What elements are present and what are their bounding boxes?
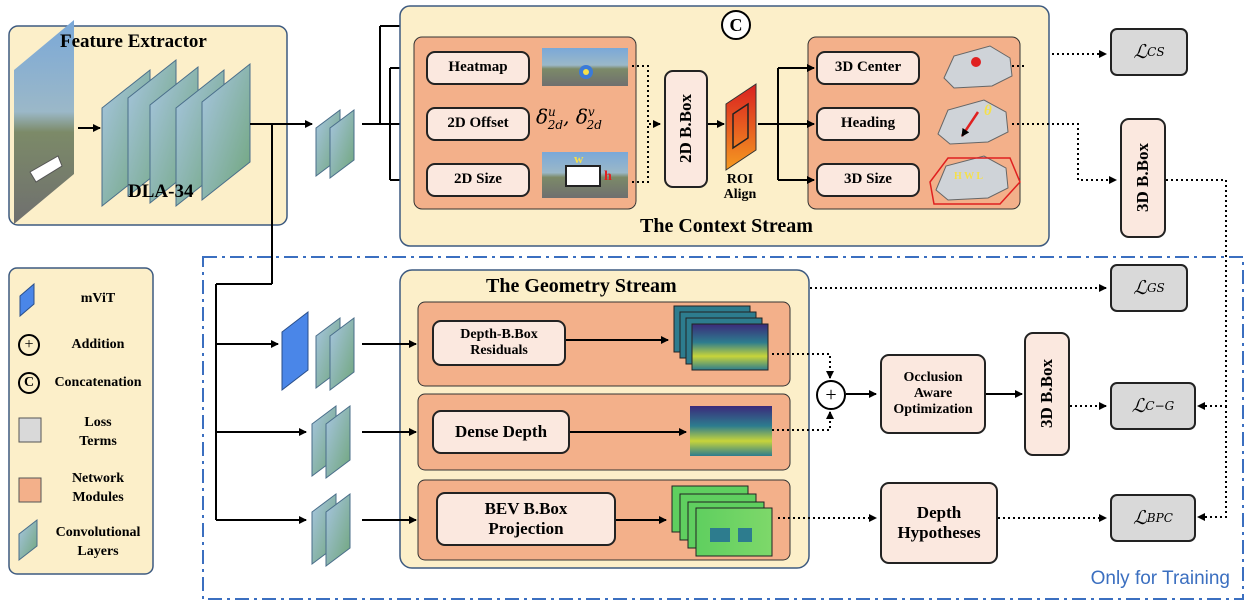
input-image bbox=[14, 20, 74, 224]
geometry-stream-title: The Geometry Stream bbox=[486, 275, 677, 297]
car-heading-thumbnail bbox=[937, 99, 1009, 145]
dla34-layers bbox=[101, 58, 251, 208]
training-region bbox=[202, 256, 1244, 600]
offset-head: 2D Offset bbox=[426, 107, 530, 141]
bbox3d-right-block: 3D B.Box bbox=[1120, 118, 1166, 238]
car-size-thumbnail bbox=[929, 155, 1021, 205]
legend-module-swatch bbox=[18, 477, 42, 503]
heatmap-thumbnail bbox=[542, 48, 628, 86]
conv-block-dense bbox=[311, 405, 351, 479]
mvit-conv-block bbox=[281, 310, 355, 392]
legend-conv-swatch bbox=[18, 518, 38, 562]
roi-align-block bbox=[725, 83, 757, 171]
feature-extractor-title: Feature Extractor bbox=[60, 31, 207, 52]
bbox3d-center-block: 3D B.Box bbox=[1024, 332, 1070, 456]
conv-block-bev bbox=[311, 493, 351, 567]
legend-mvit-swatch bbox=[19, 282, 35, 318]
legend-label-addition: Addition bbox=[71, 337, 125, 352]
dense-depth-module: Dense Depth bbox=[432, 410, 570, 454]
size3d-letters: H W L bbox=[954, 171, 984, 182]
legend-label-mvit: mViT bbox=[80, 291, 116, 306]
backbone-label: DLA-34 bbox=[128, 181, 194, 202]
legend-addition-symbol: + bbox=[18, 334, 40, 356]
context-stream-title: The Context Stream bbox=[640, 215, 813, 237]
offset-symbols: δu2d, δv2d bbox=[536, 104, 602, 132]
legend-panel bbox=[8, 267, 154, 575]
heatmap-head: Heatmap bbox=[426, 51, 530, 85]
heading-head: Heading bbox=[816, 107, 920, 141]
car-center-thumbnail bbox=[943, 45, 1013, 89]
feature-map bbox=[315, 109, 355, 179]
legend-loss-swatch bbox=[18, 417, 42, 443]
legend-label-concat: Concatenation bbox=[54, 375, 142, 390]
center3d-head: 3D Center bbox=[816, 51, 920, 85]
size-thumbnail bbox=[542, 152, 628, 198]
concat-symbol: C bbox=[721, 10, 751, 40]
bev-maps bbox=[671, 485, 773, 557]
bbox2d-block: 2D B.Box bbox=[664, 70, 708, 188]
addition-symbol: + bbox=[816, 380, 846, 410]
size-w-label: w bbox=[574, 151, 584, 166]
size-head: 2D Size bbox=[426, 163, 530, 197]
dense-depth-map bbox=[690, 406, 772, 456]
residual-maps bbox=[673, 305, 769, 371]
roi-align-label: ROI Align bbox=[723, 172, 757, 203]
training-note: Only for Training bbox=[1090, 568, 1230, 589]
size3d-head: 3D Size bbox=[816, 163, 920, 197]
size-h-label: h bbox=[604, 169, 612, 184]
theta-label: θ bbox=[984, 103, 992, 119]
legend-concat-symbol: C bbox=[18, 372, 40, 394]
